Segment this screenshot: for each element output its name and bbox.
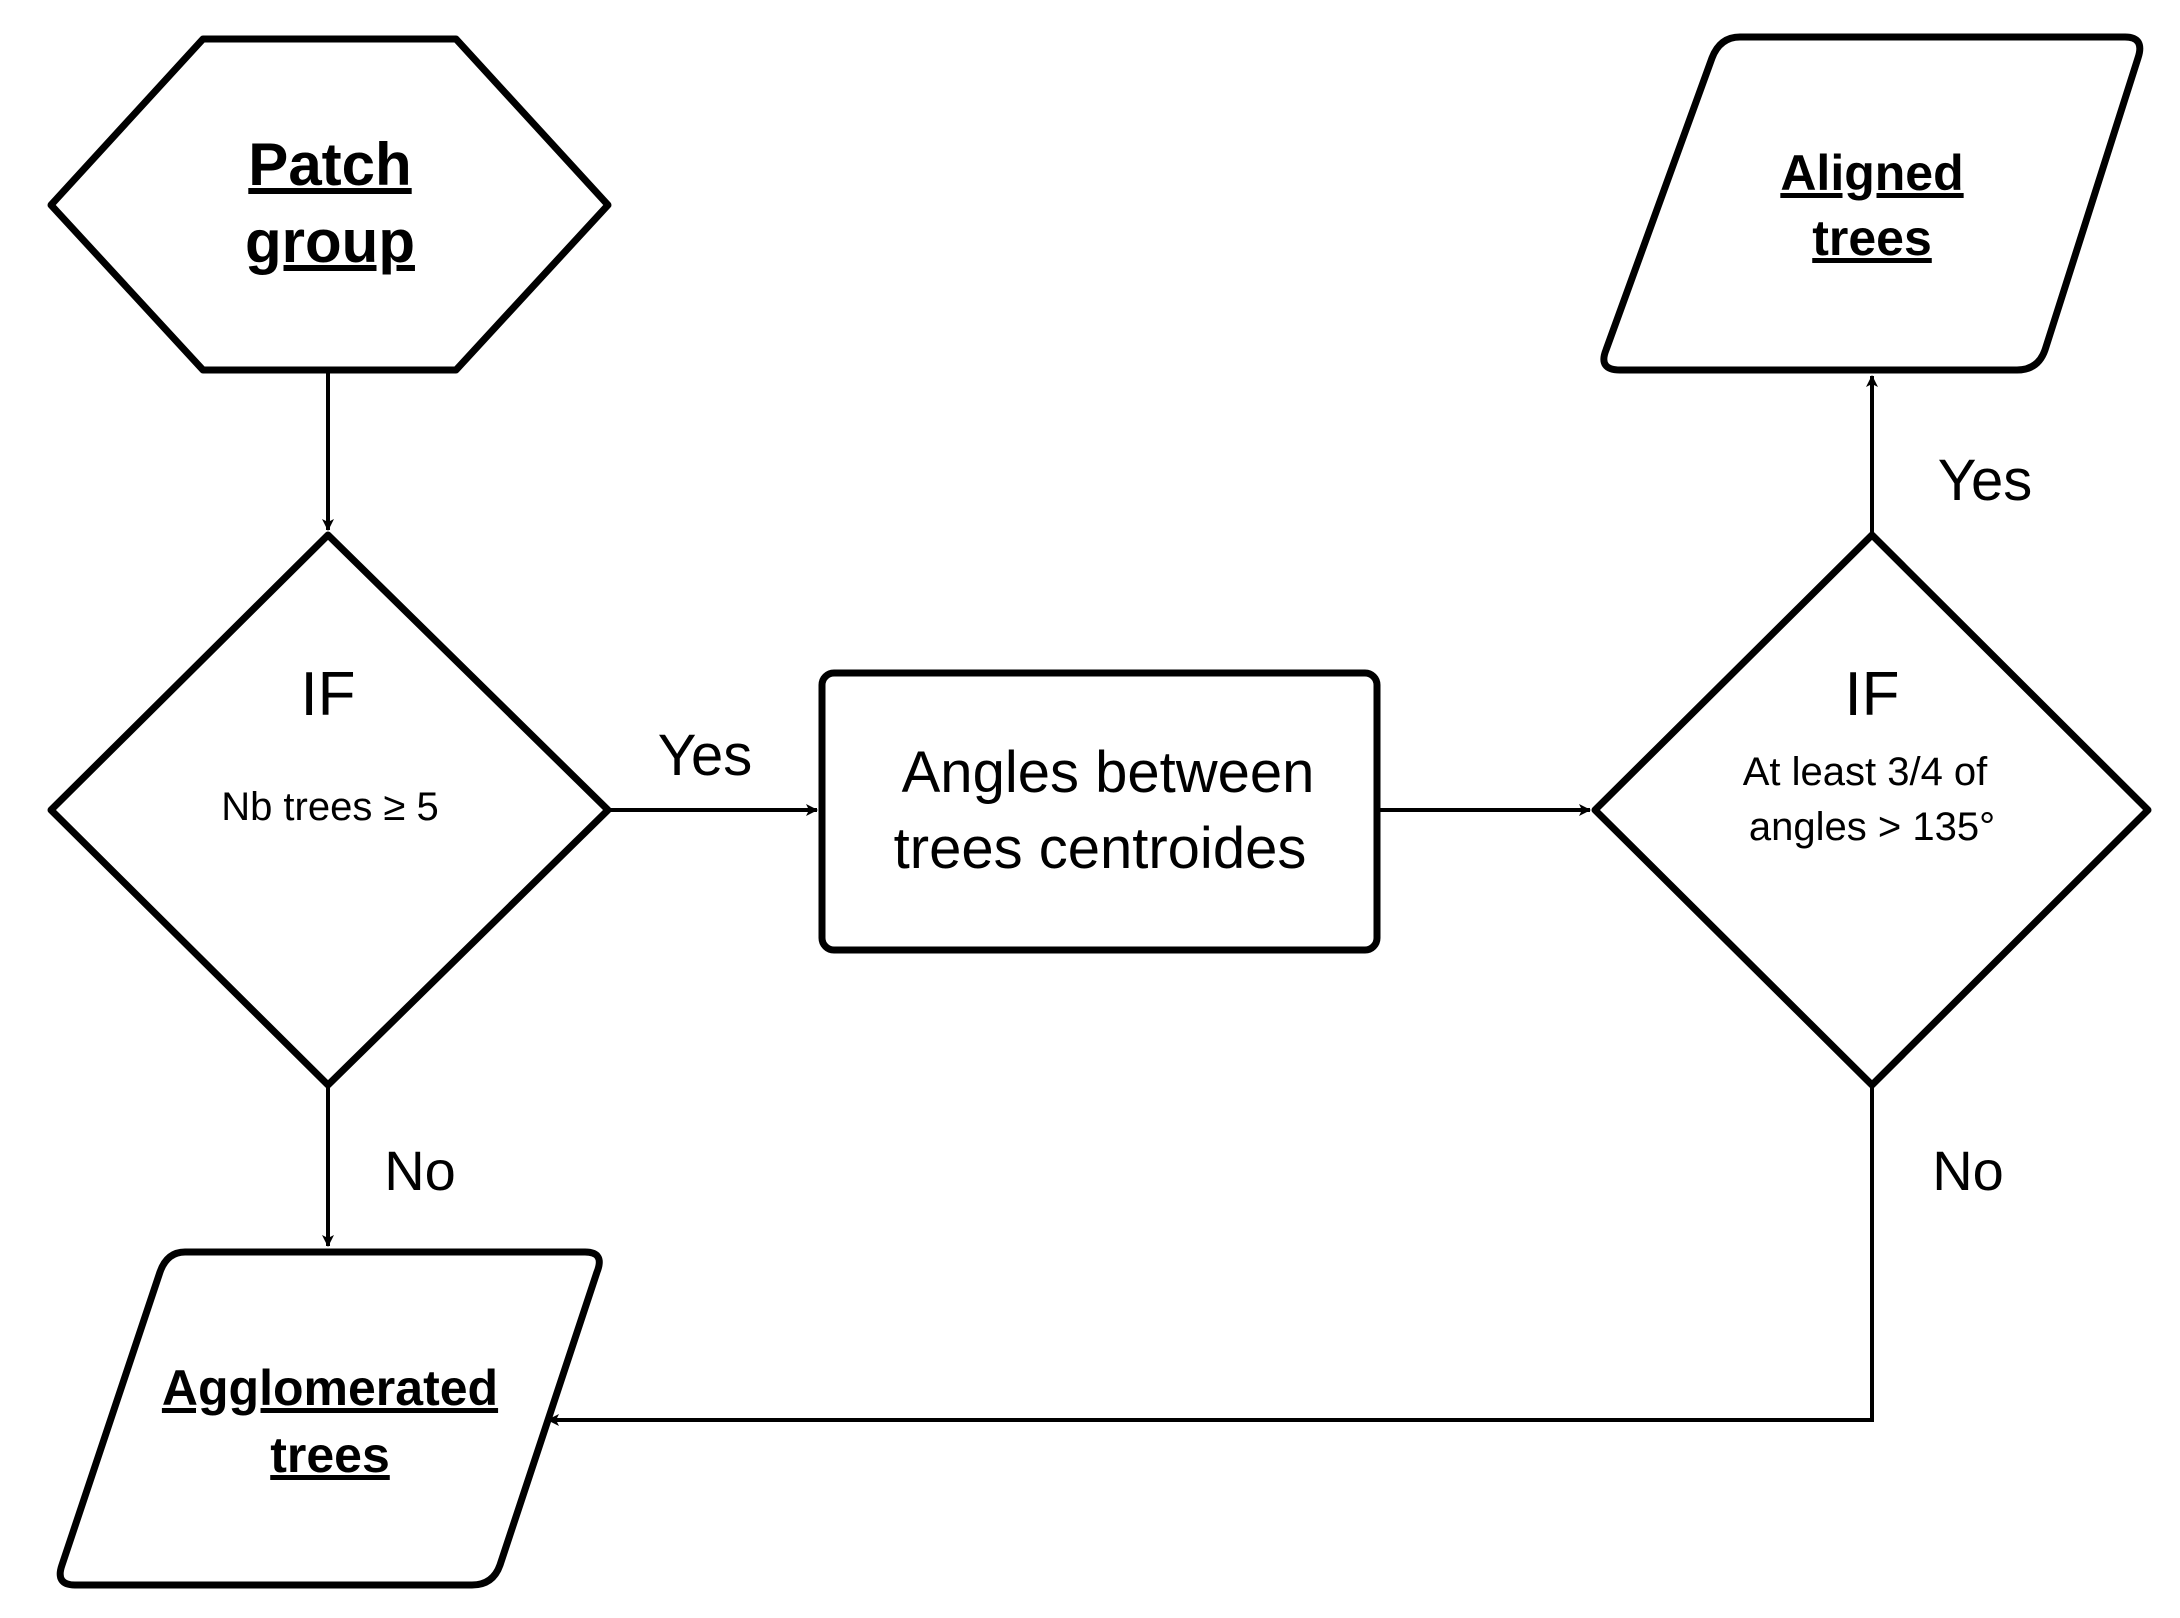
edge-label-d1-no: No bbox=[384, 1139, 456, 1202]
aligned-trees-label-line2: trees bbox=[1812, 210, 1932, 266]
process-label-line1: Angles between bbox=[902, 740, 1315, 805]
angles-process-box bbox=[818, 669, 1381, 954]
agglomerated-trees-label-line1: Agglomerated bbox=[162, 1360, 498, 1416]
decision2-condition-line2: angles > 135° bbox=[1749, 805, 1995, 849]
patch-group-label-line1: Patch bbox=[248, 131, 411, 198]
agglomerated-trees-label-line2: trees bbox=[270, 1427, 390, 1483]
aligned-trees-label-line1: Aligned bbox=[1780, 145, 1963, 201]
edge-label-d2-yes: Yes bbox=[1938, 448, 2033, 513]
edge-label-d2-no: No bbox=[1932, 1139, 2004, 1202]
edge-label-d1-yes: Yes bbox=[658, 723, 753, 788]
patch-group-hexagon bbox=[47, 35, 612, 374]
aligned-trees-parallelogram bbox=[1600, 33, 2144, 374]
process-label-line2: trees centroides bbox=[894, 816, 1307, 881]
decision1-title: IF bbox=[300, 660, 355, 729]
decision2-title: IF bbox=[1844, 660, 1899, 729]
decision1-condition: Nb trees ≥ 5 bbox=[221, 785, 439, 829]
agglomerated-trees-parallelogram bbox=[56, 1248, 603, 1589]
patch-group-label-line2: group bbox=[245, 208, 415, 275]
edge-decision2-no bbox=[547, 1085, 1874, 1426]
decision2-condition-line1: At least 3/4 of bbox=[1743, 750, 1988, 794]
